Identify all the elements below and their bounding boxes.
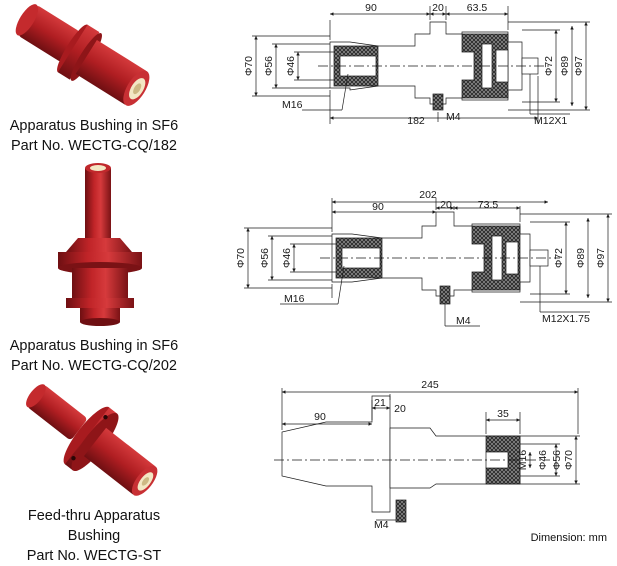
dim-phi46: Φ46 (537, 450, 549, 470)
product-name: Apparatus Bushing in SF6 (9, 338, 179, 354)
dim-length-left: 90 (314, 411, 326, 423)
dim-phi72: Φ72 (543, 56, 555, 76)
product-photo-cq182 (8, 2, 183, 114)
dim-length-left: 90 (372, 201, 384, 213)
thread-m4-label: M4 (456, 315, 471, 327)
drawing-cq182: 90 20 63.5 182 Φ70 Φ56 Φ46 Φ72 Φ89 Φ97 M… (243, 2, 590, 127)
dim-phi97: Φ97 (573, 56, 585, 76)
dim-phi97: Φ97 (595, 248, 607, 268)
part-number: Part No. WECTG-ST (26, 548, 162, 564)
dim-length-right: 63.5 (467, 2, 488, 14)
thread-m12-label: M12X1 (534, 115, 567, 127)
thread-m16-label: M16 (517, 450, 529, 471)
dim-total-length: 245 (421, 379, 439, 391)
product-photo-st (15, 382, 180, 504)
product-photo-cq202 (50, 160, 150, 332)
thread-m4-label: M4 (374, 519, 389, 531)
dim-phi46: Φ46 (281, 248, 293, 268)
dim-phi56: Φ56 (259, 248, 271, 268)
dim-phi70: Φ70 (243, 56, 255, 76)
part-number: Part No. WECTG-CQ/202 (11, 358, 177, 374)
product-caption-cq182: Apparatus Bushing in SF6 Part No. WECTG-… (0, 116, 188, 156)
thread-m16-label: M16 (282, 99, 303, 111)
dim-length-left: 90 (365, 2, 377, 14)
dim-flange-width: 20 (432, 2, 444, 14)
dimension-unit-note: Dimension: mm (530, 532, 607, 544)
drawing-cq202: 202 90 20 73.5 Φ70 Φ56 Φ46 Φ72 Φ89 Φ97 M… (235, 189, 612, 327)
product-name: Apparatus Bushing in SF6 (9, 118, 179, 134)
dim-phi89: Φ89 (559, 56, 571, 76)
part-number: Part No. WECTG-CQ/182 (11, 138, 177, 154)
product-caption-st: Feed-thru Apparatus Bushing Part No. WEC… (0, 506, 188, 566)
dim-phi46: Φ46 (285, 56, 297, 76)
dim-phi89: Φ89 (575, 248, 587, 268)
dim-length-right: 35 (497, 408, 509, 420)
dim-total-length: 202 (419, 189, 437, 201)
dim-phi70: Φ70 (235, 248, 247, 268)
dim-flange-width: 21 (374, 397, 386, 409)
thread-m16-label: M16 (284, 293, 305, 305)
drawing-st: 245 90 21 20 35 M16 Φ46 Φ56 Φ70 M4 (274, 379, 580, 531)
dim-flange-width: 20 (440, 199, 452, 211)
dim-phi56: Φ56 (263, 56, 275, 76)
dim-flange-gap: 20 (394, 403, 406, 415)
dim-phi56: Φ56 (551, 450, 563, 470)
dim-phi70: Φ70 (563, 450, 575, 470)
thread-m12-label: M12X1.75 (542, 313, 590, 325)
product-caption-cq202: Apparatus Bushing in SF6 Part No. WECTG-… (0, 336, 188, 376)
thread-m4-label: M4 (446, 111, 461, 123)
dim-phi72: Φ72 (553, 248, 565, 268)
product-name: Feed-thru Apparatus Bushing (27, 508, 161, 544)
dim-total-length: 182 (407, 115, 425, 127)
dim-length-right: 73.5 (478, 199, 499, 211)
